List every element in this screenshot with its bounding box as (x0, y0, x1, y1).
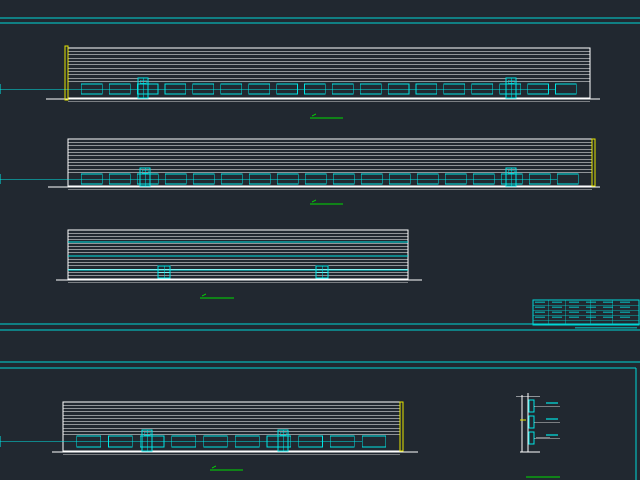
title-block-text-mark (552, 316, 562, 319)
title-block-text-mark (569, 311, 579, 314)
elevation-3 (56, 229, 422, 283)
title-block-text-mark (586, 301, 596, 304)
title-block-text-mark (535, 316, 545, 319)
title-block-text-mark (603, 316, 613, 319)
level-marker (64, 45, 69, 101)
door (141, 429, 153, 452)
elevation-label-marks (200, 113, 560, 478)
title-block-text-mark (603, 306, 613, 309)
title-block-text-mark (569, 301, 579, 304)
door (157, 265, 171, 279)
window-group (0, 83, 577, 95)
level-marker (399, 401, 404, 452)
wall-section-detail (516, 393, 560, 453)
title-block-text-mark (620, 301, 630, 304)
door (137, 77, 149, 99)
title-block-text-mark (620, 306, 630, 309)
sheet-frame-bottom (0, 361, 640, 480)
title-block-text-mark (569, 306, 579, 309)
title-block-text-mark (620, 311, 630, 314)
title-block-text-mark (586, 311, 596, 314)
cladding-lines (68, 142, 592, 173)
title-block-text-mark (620, 316, 630, 319)
title-block-text-mark (552, 311, 562, 314)
title-block-border (532, 299, 640, 326)
title-block-text-mark (535, 301, 545, 304)
title-block-text-mark (575, 327, 637, 329)
title-block-text-mark (603, 311, 613, 314)
door (505, 77, 517, 99)
title-block-text-mark (603, 301, 613, 304)
door (277, 429, 289, 452)
door (139, 167, 151, 187)
cladding-lines (68, 51, 590, 82)
title-block (532, 299, 640, 329)
window-group (0, 173, 579, 185)
title-block-text-mark (586, 316, 596, 319)
wall-outline (67, 229, 409, 280)
title-block-text-mark (535, 311, 545, 314)
title-block-text-mark (552, 301, 562, 304)
leader-text-mark (546, 434, 558, 436)
door (315, 265, 329, 279)
elevation-1 (0, 45, 600, 102)
level-marker (591, 138, 596, 187)
window-group (0, 435, 387, 448)
elevation-4 (0, 401, 418, 455)
title-block-text-mark (586, 306, 596, 309)
door (505, 167, 517, 187)
leader-text-mark (546, 402, 558, 404)
cladding-lines (63, 405, 400, 435)
title-block-text-mark (535, 306, 545, 309)
title-block-text-mark (552, 306, 562, 309)
leader-text-mark (546, 418, 558, 420)
title-block-text-mark (569, 316, 579, 319)
elevation-2 (0, 138, 600, 190)
